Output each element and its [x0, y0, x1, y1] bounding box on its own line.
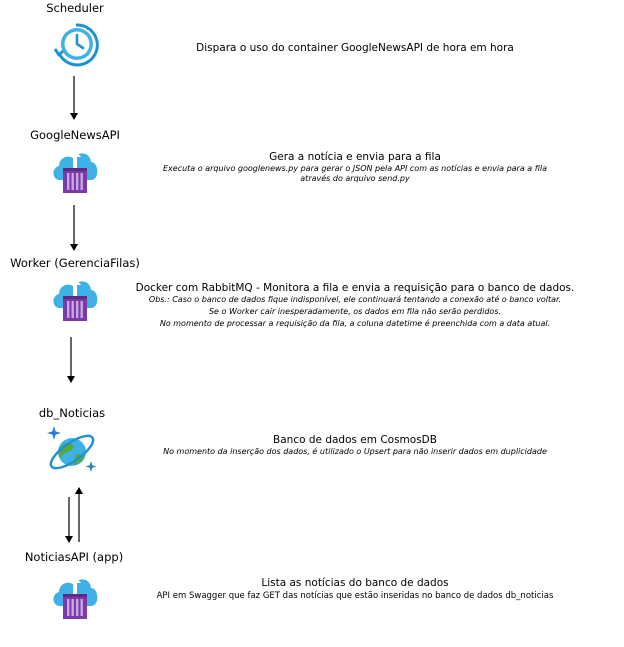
container-cloud-icon — [50, 274, 100, 322]
node-note-googlenewsapi-2: através do arquivo send.py — [300, 174, 410, 183]
node-note-worker-3: No momento de processar a requisição da … — [159, 319, 551, 328]
node-note-db-noticias-1: No momento da inserção dos dados, é util… — [163, 447, 547, 456]
node-desc-googlenewsapi: Gera a notícia e envia para a fila — [269, 151, 441, 163]
node-label-googlenewsapi: GoogleNewsAPI — [30, 128, 120, 142]
node-desc-noticiasapi: Lista as notícias do banco de dados — [261, 577, 449, 589]
node-note-noticiasapi-1: API em Swagger que faz GET das notícias … — [156, 591, 554, 601]
node-desc-scheduler: Dispara o uso do container GoogleNewsAPI… — [196, 42, 514, 54]
node-desc-db-noticias: Banco de dados em CosmosDB — [273, 434, 437, 446]
clock-icon — [53, 22, 99, 68]
node-label-db-noticias: db_Noticias — [38, 406, 106, 420]
node-note-googlenewsapi-1: Executa o arquivo googlenews.py para ger… — [162, 164, 548, 173]
node-label-scheduler: Scheduler — [46, 1, 104, 15]
container-cloud-icon — [50, 572, 100, 620]
node-label-worker: Worker (GerenciaFilas) — [10, 256, 140, 270]
node-note-worker-1: Obs.: Caso o banco de dados fique indisp… — [148, 295, 562, 304]
container-cloud-icon — [50, 146, 100, 194]
cosmosdb-icon — [45, 425, 99, 477]
node-note-worker-2: Se o Worker cair inesperadamente, os dad… — [208, 307, 502, 316]
node-label-noticiasapi: NoticiasAPI (app) — [24, 550, 124, 564]
node-desc-worker: Docker com RabbitMQ - Monitora a fila e … — [135, 282, 575, 294]
